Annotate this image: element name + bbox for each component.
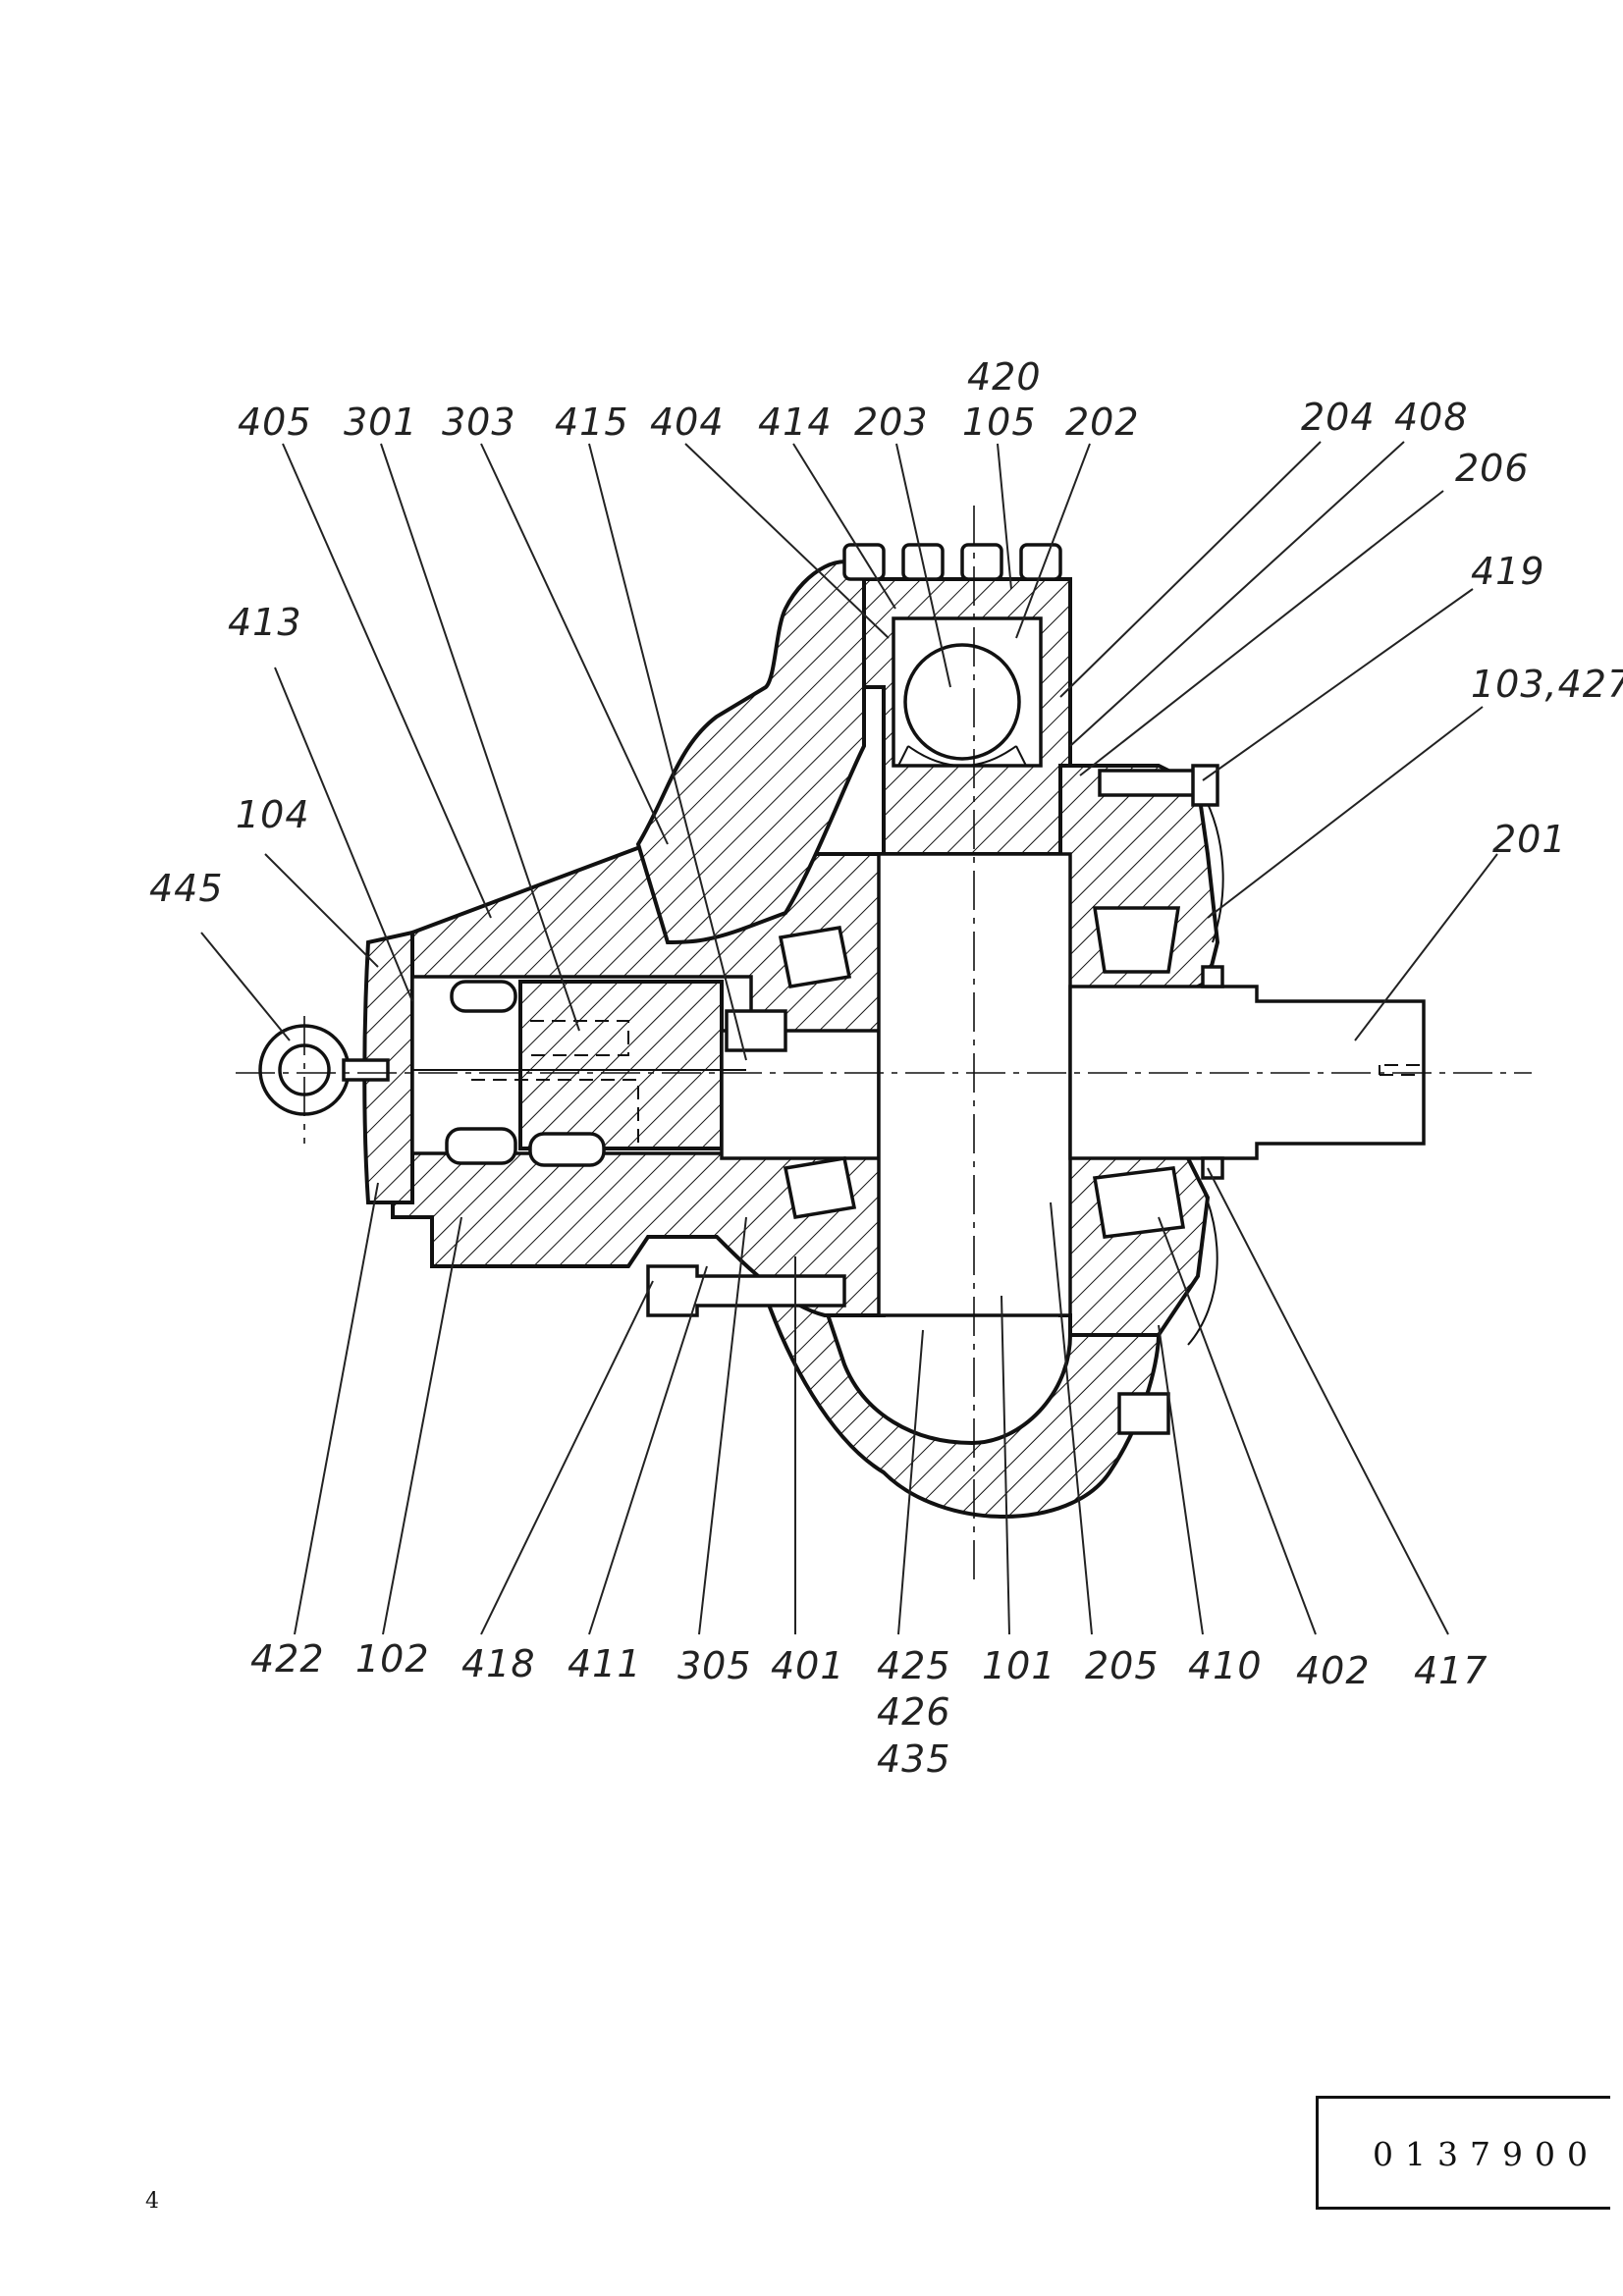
tapered-roller-bearings <box>778 906 1186 1239</box>
seal-ring-lower <box>1201 1156 1224 1180</box>
document-number-box <box>1316 2096 1610 2210</box>
callout-415: 415 <box>555 400 629 444</box>
callout-301: 301 <box>344 400 418 444</box>
piston <box>518 980 724 1150</box>
ball-valve <box>903 643 1021 761</box>
callout-410: 410 <box>1188 1644 1263 1687</box>
piston-pocket-lower <box>445 1127 517 1165</box>
leader-lines <box>200 441 1498 1635</box>
callout-414: 414 <box>758 400 833 444</box>
callout-401: 401 <box>771 1644 845 1687</box>
callout-101: 101 <box>982 1644 1056 1687</box>
callout-404: 404 <box>650 400 725 444</box>
callout-425: 425 <box>877 1644 951 1687</box>
callout-408: 408 <box>1394 396 1469 439</box>
ball-valve-seat <box>897 745 1027 767</box>
callout-206: 206 <box>1455 447 1530 490</box>
upper-passage <box>635 560 866 945</box>
callout-426: 426 <box>877 1690 951 1734</box>
callout-445: 445 <box>149 867 224 910</box>
assembly-section <box>236 506 1532 1585</box>
crosshead <box>725 1009 787 1052</box>
page-number: 4 <box>145 2189 159 2214</box>
callout-104: 104 <box>236 793 310 836</box>
callout-202: 202 <box>1065 400 1140 444</box>
callout-303: 303 <box>442 400 516 444</box>
piston-pocket-upper <box>450 980 517 1013</box>
callout-205: 205 <box>1085 1644 1160 1687</box>
callout-435: 435 <box>877 1737 951 1781</box>
seal-ring-upper <box>1201 965 1224 988</box>
callout-201: 201 <box>1492 818 1567 861</box>
callout-419: 419 <box>1471 550 1545 593</box>
top-bolt-heads <box>842 543 1062 581</box>
callout-411: 411 <box>568 1642 642 1685</box>
eye-bolt-shank <box>342 1058 390 1082</box>
callout-420: 420 <box>967 355 1042 399</box>
callout-413: 413 <box>228 601 302 644</box>
callout-203: 203 <box>854 400 929 444</box>
piston-hidden-lines <box>471 1020 639 1148</box>
callout-105: 105 <box>962 400 1037 444</box>
right-lower-screw <box>1117 1392 1170 1435</box>
piston-pocket-lower-2 <box>528 1132 606 1167</box>
callout-402: 402 <box>1296 1649 1371 1692</box>
callout-418: 418 <box>461 1642 536 1685</box>
document-number: 0137900 <box>1373 2135 1599 2173</box>
callout-103-427: 103,427 <box>1471 663 1623 706</box>
callout-422: 422 <box>250 1637 325 1681</box>
right-upper-screw <box>1098 769 1200 797</box>
callout-204: 204 <box>1301 396 1376 439</box>
callout-102: 102 <box>355 1637 430 1681</box>
callout-labels: 405 301 303 415 404 414 203 420 105 202 … <box>149 355 1623 1781</box>
callout-417: 417 <box>1414 1649 1488 1692</box>
callout-305: 305 <box>677 1644 752 1687</box>
callout-405: 405 <box>238 400 312 444</box>
